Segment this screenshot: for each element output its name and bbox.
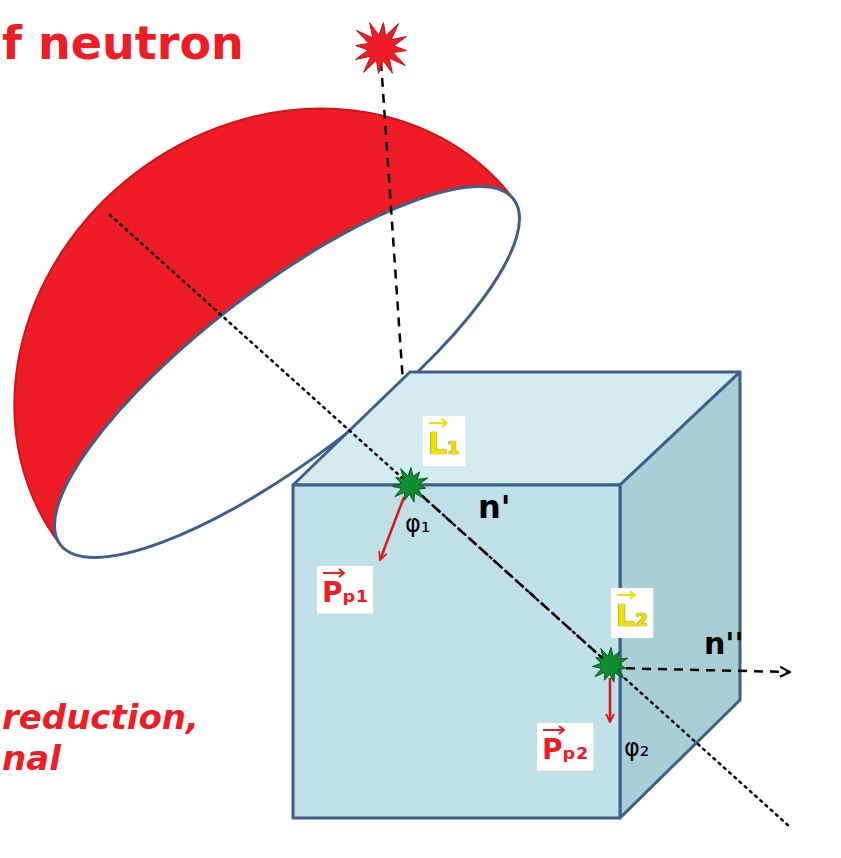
vector-label: L₂ xyxy=(616,598,648,634)
note-text: reduction, xyxy=(2,697,199,738)
neutron-path xyxy=(410,485,610,665)
vector-label: L₁ xyxy=(428,426,460,462)
angle-label: φ₁ xyxy=(405,510,430,539)
vector-arrow xyxy=(339,569,344,577)
note-text: nal xyxy=(2,738,61,779)
angle-label: φ₂ xyxy=(624,734,649,763)
scatter-point xyxy=(393,468,428,503)
source-label: f neutron xyxy=(2,16,244,71)
neutron-path xyxy=(610,668,790,672)
vector-arrow xyxy=(429,422,447,424)
proton-arrow xyxy=(609,678,612,722)
source-label: f neutron xyxy=(2,16,244,71)
vector-label: Pₚ₂ xyxy=(542,733,588,767)
cone-axis xyxy=(110,215,790,827)
vector-label: L₂ xyxy=(616,598,648,634)
proton-arrow xyxy=(380,497,404,560)
vector-arrow xyxy=(442,419,447,427)
neutron-source xyxy=(356,23,407,74)
angle-label: φ₂ xyxy=(624,734,649,763)
neutron-label: n' xyxy=(478,488,511,526)
label-patch xyxy=(611,588,653,638)
note-text: reduction, xyxy=(2,697,199,738)
vector-label: Pₚ₁ xyxy=(322,576,368,610)
label-patch xyxy=(317,566,373,614)
vector-arrow xyxy=(543,729,564,731)
vector-label: Pₚ₂ xyxy=(542,733,588,767)
neutron-label: n'' xyxy=(704,626,744,662)
neutron-label: n' xyxy=(478,488,511,526)
label-patch xyxy=(423,416,465,466)
vector-arrow xyxy=(617,594,635,596)
vector-arrow xyxy=(559,726,564,734)
scatter-point xyxy=(593,648,628,683)
vector-arrow xyxy=(630,591,635,599)
neutron-label: n'' xyxy=(704,626,744,662)
vector-label: L₁ xyxy=(428,426,460,462)
vector-label: Pₚ₁ xyxy=(322,576,368,610)
vector-arrow xyxy=(323,572,344,574)
hemisphere xyxy=(0,0,565,612)
note-text: nal xyxy=(2,738,61,779)
label-patch xyxy=(537,723,593,771)
angle-label: φ₁ xyxy=(405,510,430,539)
